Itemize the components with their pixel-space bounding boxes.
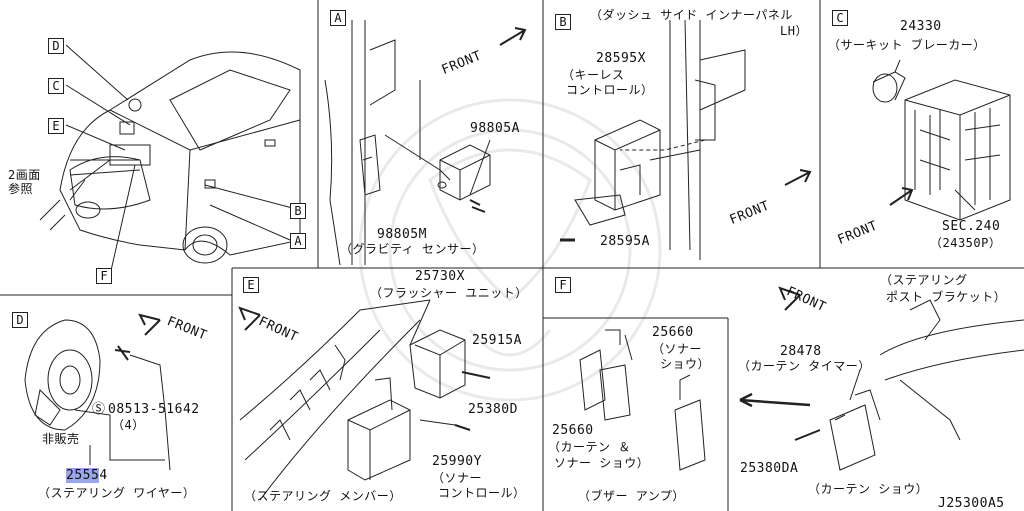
part-25660-curtain-name2: ソナー ショウ） (554, 456, 650, 470)
part-25554-highlight: 2555 (66, 468, 100, 483)
part-25915a[interactable]: 25915A (472, 333, 522, 348)
diagram-id: J25300A5 (938, 496, 1005, 511)
part-25380da[interactable]: 25380DA (740, 461, 799, 476)
bracket-name1: （ステアリング (880, 273, 968, 287)
watermark-seal (358, 98, 662, 402)
callout-c[interactable]: C (48, 78, 64, 94)
panel-e-drawing (239, 299, 491, 501)
part-24330-name: （サーキット ブレーカー） (828, 38, 986, 52)
panel-e-letter: E (243, 277, 259, 293)
part-28595x[interactable]: 28595X (596, 51, 646, 66)
ref-24350p: （24350P） (930, 236, 1002, 250)
part-25660-sonar[interactable]: 25660 (652, 325, 694, 340)
ref-sec240[interactable]: SEC.240 (942, 219, 1001, 234)
ref-note-line1: 2画面 (8, 168, 41, 182)
van-overview-drawing (39, 51, 301, 264)
buzzer-amp-label: （ブザー アンプ） (578, 489, 685, 503)
part-25660-sonar-name1: （ソナー (652, 342, 703, 356)
part-28595x-name1: （キーレス (562, 68, 625, 82)
not-sold-label: 非販売 (42, 432, 80, 446)
part-25554[interactable]: 25554 (66, 468, 108, 483)
panel-d-letter: D (12, 312, 28, 328)
screw-qty: （4） (112, 418, 145, 432)
part-28478-name: （カーテン タイマー） (738, 359, 871, 373)
panel-b-letter: B (555, 14, 571, 30)
part-25990y-name1: （ソナー (432, 471, 483, 485)
callout-e[interactable]: E (48, 118, 64, 134)
part-98805m[interactable]: 98805M (377, 227, 427, 242)
part-25554-rest: 4 (99, 468, 108, 483)
location-b-line1: （ダッシュ サイド インナーパネル (590, 8, 793, 22)
panel-f-letter: F (555, 277, 571, 293)
location-b-line2: LH） (780, 24, 808, 38)
panel-a-letter: A (330, 10, 346, 26)
front-arrows (138, 27, 914, 336)
callout-f[interactable]: F (96, 268, 112, 284)
part-25660-curtain-name1: （カーテン ＆ (548, 440, 631, 454)
panel-b-drawing (560, 19, 746, 260)
part-98805a[interactable]: 98805A (470, 121, 520, 136)
ref-note-line2: 参照 (8, 182, 34, 196)
part-25554-name: （ステアリング ワイヤー） (38, 486, 196, 500)
part-24330[interactable]: 24330 (900, 19, 942, 34)
part-98805m-name: （グラビティ センサー） (340, 242, 485, 256)
panel-d-drawing (24, 319, 171, 471)
part-25660-sonar-name2: ショウ） (660, 357, 711, 371)
part-25990y[interactable]: 25990Y (432, 454, 482, 469)
part-08513-51642[interactable]: 08513-51642 (108, 402, 200, 417)
part-28478[interactable]: 28478 (780, 344, 822, 359)
location-e: （ステアリング メンバー） (244, 489, 402, 503)
panel-f-drawing (579, 299, 1024, 471)
part-25730x-name: （フラッシャー ユニット） (370, 286, 528, 300)
callout-d[interactable]: D (48, 38, 64, 54)
screw-symbol: Ⓢ (92, 402, 106, 417)
callout-b[interactable]: B (290, 203, 306, 219)
bracket-name2: ポスト ブラケット） (886, 290, 1007, 304)
part-25660-curtain[interactable]: 25660 (552, 423, 594, 438)
part-28595x-name2: コントロール） (566, 83, 654, 97)
panel-a-drawing (324, 20, 491, 266)
part-25730x[interactable]: 25730X (415, 269, 465, 284)
panel-c-letter: C (832, 10, 848, 26)
part-28595a[interactable]: 28595A (600, 234, 650, 249)
panel-c-drawing (872, 59, 1011, 221)
callout-a[interactable]: A (290, 233, 306, 249)
part-25990y-name2: コントロール） (438, 486, 526, 500)
part-25380da-name: （カーテン ショウ） (808, 482, 929, 496)
part-25380d[interactable]: 25380D (468, 402, 518, 417)
